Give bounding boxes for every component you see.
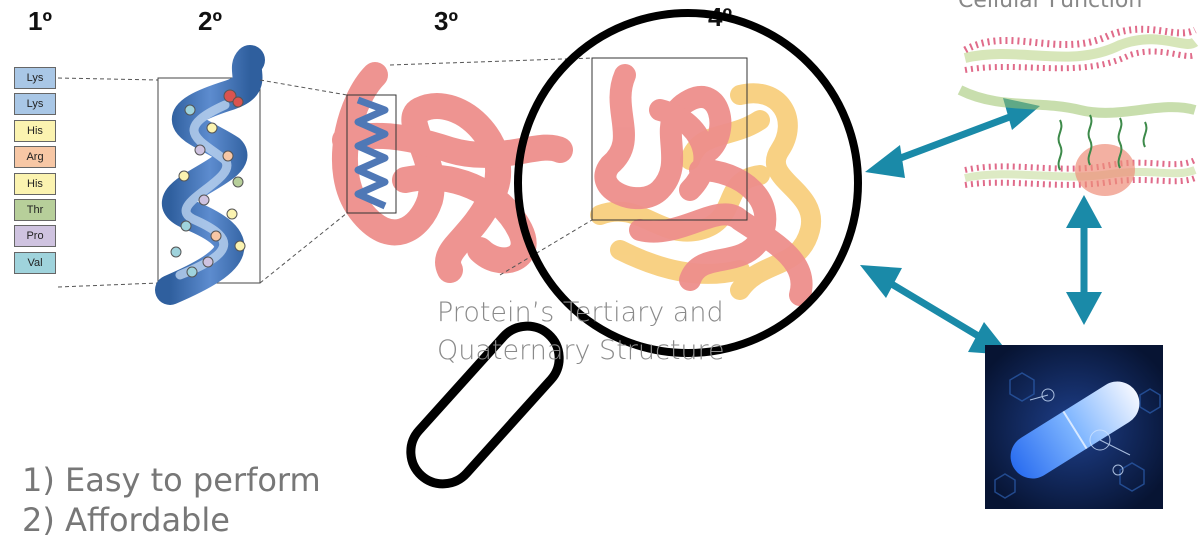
drug-capsule-image — [985, 345, 1163, 509]
cell-membrane-image — [960, 29, 1195, 196]
cellular-function-label: Cellular Function — [958, 0, 1142, 13]
secondary-to-tertiary-connectors — [260, 80, 347, 283]
magnifier-caption: Protein’s Tertiary and Quaternary Struct… — [437, 294, 737, 370]
interaction-arrows — [860, 98, 1102, 355]
list-item-2: 2) Affordable — [22, 500, 321, 540]
caption-line-1: Protein’s Tertiary and — [437, 294, 737, 332]
primary-to-secondary-connectors — [58, 78, 158, 287]
caption-line-2: Quaternary Structure — [437, 332, 737, 370]
list-item-1: 1) Easy to perform — [22, 460, 321, 500]
diagram-graphics — [0, 0, 1203, 509]
advantages-list: 1) Easy to perform 2) Affordable — [22, 460, 321, 540]
